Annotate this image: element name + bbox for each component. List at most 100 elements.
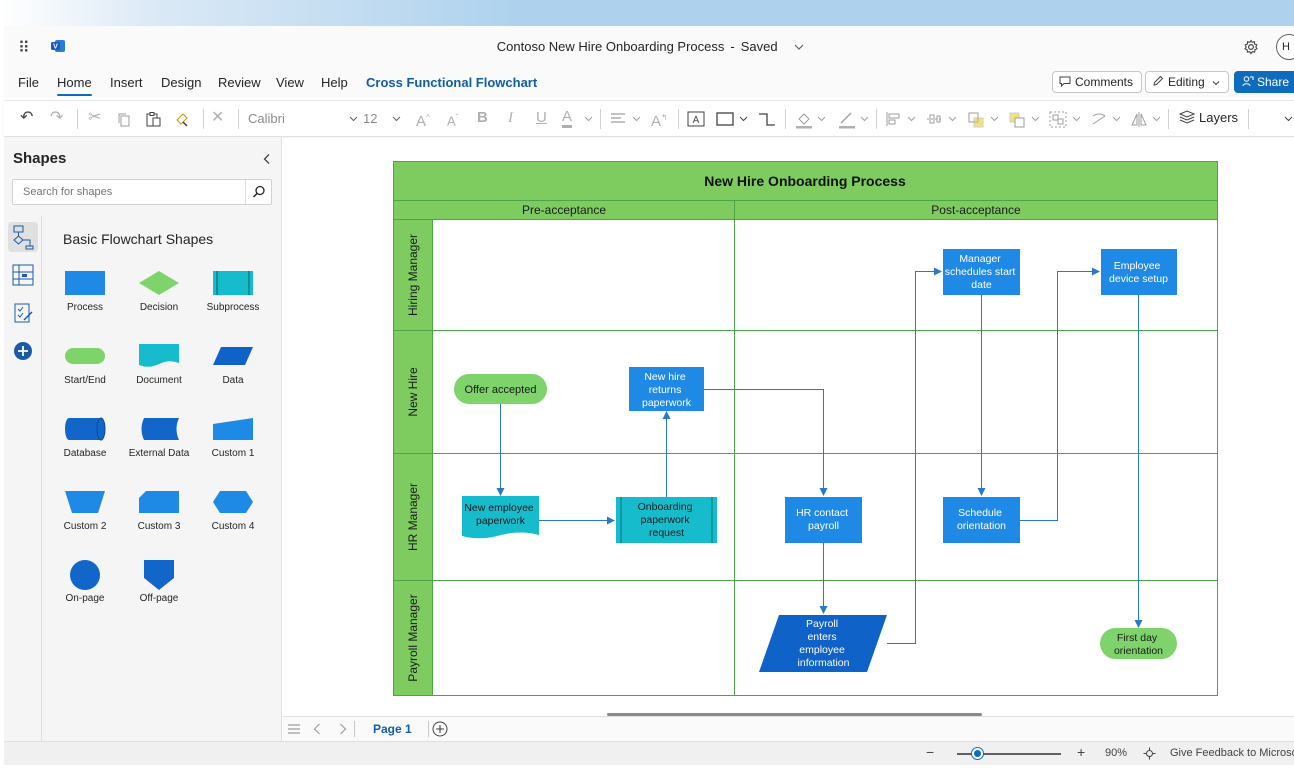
align-text-icon[interactable] — [610, 112, 626, 126]
app-launcher-icon[interactable]: ⠿ — [18, 40, 30, 57]
node-onboarding-paperwork-request[interactable]: Onboarding paperwork request — [616, 497, 717, 543]
previous-page-icon[interactable] — [313, 723, 321, 735]
cut-icon[interactable]: ✂ — [88, 109, 102, 126]
user-avatar[interactable]: H — [1276, 34, 1294, 60]
text-direction-icon[interactable]: A↰ — [651, 113, 668, 130]
chevron-down-icon[interactable] — [860, 116, 869, 122]
shape-on-page[interactable]: On-page — [48, 559, 122, 629]
next-page-icon[interactable] — [339, 723, 347, 735]
phase-post-acceptance[interactable]: Post-acceptance — [931, 203, 1021, 217]
fit-to-window-icon[interactable] — [1143, 747, 1156, 760]
shrink-font-button[interactable]: Aˇ — [447, 113, 459, 129]
grow-font-button[interactable]: A^ — [416, 113, 430, 130]
menu-file[interactable]: File — [18, 75, 39, 90]
chevron-down-icon[interactable] — [1112, 116, 1121, 122]
menu-insert[interactable]: Insert — [110, 75, 143, 90]
zoom-level[interactable]: 90% — [1105, 747, 1128, 759]
underline-button[interactable]: U — [536, 109, 547, 126]
phase-pre-acceptance[interactable]: Pre-acceptance — [522, 203, 606, 217]
menu-review[interactable]: Review — [218, 75, 261, 90]
zoom-slider-thumb[interactable] — [972, 748, 983, 759]
menu-design[interactable]: Design — [161, 75, 202, 90]
font-name-dropdown[interactable]: Calibri — [248, 108, 360, 130]
diagram-title[interactable]: New Hire Onboarding Process — [704, 173, 906, 189]
horizontal-scrollbar[interactable] — [607, 713, 982, 716]
shape-search-input[interactable] — [13, 180, 233, 204]
shape-document[interactable]: Document — [122, 343, 196, 413]
give-feedback-link[interactable]: Give Feedback to Microso — [1170, 747, 1294, 759]
chevron-down-icon[interactable] — [1152, 116, 1161, 122]
shape-decision[interactable]: Decision — [122, 270, 196, 340]
chevron-down-icon[interactable] — [817, 116, 826, 122]
chevron-down-icon[interactable] — [794, 43, 804, 51]
document-title[interactable]: Contoso New Hire Onboarding Process-Save… — [4, 39, 1294, 54]
menu-cross-functional-flowchart[interactable]: Cross Functional Flowchart — [366, 75, 538, 90]
shape-subprocess[interactable]: Subprocess — [196, 270, 270, 340]
zoom-slider-track[interactable] — [957, 753, 1061, 755]
menu-home[interactable]: Home — [57, 75, 92, 96]
shape-custom-2[interactable]: Custom 2 — [48, 489, 122, 559]
menu-help[interactable]: Help — [321, 75, 348, 90]
chevron-down-icon[interactable] — [990, 116, 999, 122]
chevron-down-icon[interactable] — [584, 116, 593, 122]
search-icon[interactable] — [245, 180, 271, 204]
connector-icon[interactable] — [758, 111, 776, 128]
font-color-button[interactable]: A — [562, 108, 573, 128]
copy-icon[interactable] — [116, 112, 132, 128]
node-hr-contact-payroll[interactable]: HR contact payroll — [785, 497, 862, 543]
bring-forward-icon[interactable] — [967, 111, 985, 128]
rectangle-shape-icon[interactable] — [716, 112, 736, 126]
collapse-pane-icon[interactable] — [262, 153, 272, 165]
node-manager-schedules-start-date[interactable]: Manager schedules start date — [943, 249, 1020, 295]
shape-process[interactable]: Process — [48, 270, 122, 340]
node-new-hire-returns-paperwork[interactable]: New hire returns paperwork — [629, 367, 704, 411]
node-new-employee-paperwork[interactable]: New employee paperwork — [462, 496, 539, 539]
chevron-down-icon[interactable] — [1031, 116, 1040, 122]
all-pages-menu-icon[interactable] — [287, 723, 301, 735]
bold-button[interactable]: B — [477, 109, 488, 126]
checklist-stencil-icon[interactable] — [8, 298, 38, 328]
share-button[interactable]: Share — [1234, 71, 1294, 93]
chevron-down-icon[interactable] — [1072, 116, 1081, 122]
chevron-down-icon[interactable] — [739, 116, 748, 122]
chevron-down-icon[interactable] — [948, 116, 957, 122]
add-page-icon[interactable] — [432, 721, 448, 737]
distribute-icon[interactable] — [926, 111, 944, 127]
node-employee-device-setup[interactable]: Employee device setup — [1101, 249, 1177, 295]
comments-button[interactable]: Comments — [1052, 71, 1143, 93]
shape-custom-4[interactable]: Custom 4 — [196, 489, 270, 559]
fill-color-icon[interactable] — [794, 110, 814, 129]
shape-database[interactable]: Database — [48, 416, 122, 486]
lane-payroll-manager[interactable]: Payroll Manager — [406, 594, 420, 681]
font-size-dropdown[interactable]: 12 — [363, 108, 403, 130]
send-backward-icon[interactable] — [1008, 111, 1026, 128]
line-color-icon[interactable] — [837, 110, 857, 129]
cross-functional-stencil-icon[interactable] — [8, 260, 38, 290]
rotate-icon[interactable] — [1090, 111, 1108, 128]
format-painter-icon[interactable] — [174, 111, 191, 128]
connector-returns-to-hr[interactable] — [704, 389, 828, 496]
ribbon-expand-chevron-icon[interactable] — [1284, 116, 1293, 122]
shape-start-end[interactable]: Start/End — [48, 343, 122, 413]
delete-icon[interactable]: ✕ — [211, 109, 225, 126]
lane-hr-manager[interactable]: HR Manager — [406, 483, 420, 551]
undo-icon[interactable]: ↶ — [20, 109, 34, 126]
chevron-down-icon[interactable] — [907, 116, 916, 122]
layers-button[interactable]: Layers — [1178, 110, 1238, 125]
chevron-down-icon[interactable] — [632, 116, 641, 122]
connector-payroll-to-manager[interactable] — [887, 267, 942, 644]
node-payroll-enters-employee-information[interactable]: Payroll enters employee information — [759, 615, 887, 672]
paste-icon[interactable] — [145, 111, 162, 128]
italic-button[interactable]: I — [508, 110, 513, 126]
basic-flowchart-stencil-icon[interactable] — [8, 222, 38, 252]
text-box-icon[interactable]: A — [687, 111, 705, 127]
shape-off-page[interactable]: Off-page — [122, 559, 196, 629]
node-offer-accepted[interactable]: Offer accepted — [454, 374, 547, 404]
settings-gear-icon[interactable] — [1243, 39, 1259, 55]
lane-new-hire[interactable]: New Hire — [406, 367, 420, 417]
lane-hiring-manager[interactable]: Hiring Manager — [406, 234, 420, 316]
redo-icon[interactable]: ↷ — [50, 109, 64, 126]
connector-schedule-to-device[interactable] — [1020, 267, 1100, 521]
drawing-canvas[interactable]: New Hire Onboarding Process Pre-acceptan… — [283, 138, 1294, 715]
zoom-out-button[interactable]: − — [926, 744, 935, 760]
